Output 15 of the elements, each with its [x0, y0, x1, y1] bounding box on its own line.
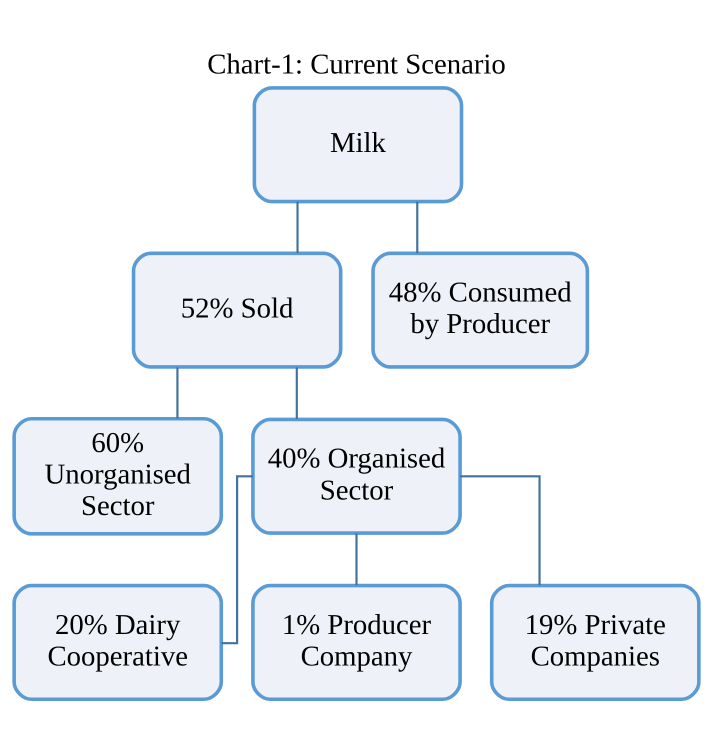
connector: [296, 367, 298, 419]
node-box: 1% Producer Company: [251, 584, 462, 702]
connector: [460, 475, 541, 586]
connector: [176, 367, 178, 418]
connector: [416, 202, 418, 254]
node-box: 52% Sold: [132, 252, 342, 369]
node-box: 20% Dairy Cooperative: [12, 584, 224, 702]
diagram-title: Chart-1: Current Scenario: [207, 48, 506, 81]
connector: [296, 202, 299, 254]
connector: [355, 533, 358, 586]
node-box: 19% Private Companies: [490, 584, 701, 702]
node-box: Milk: [252, 86, 464, 204]
node-box: 40% Organised Sector: [251, 418, 462, 535]
node-box: 60% Unorganised Sector: [12, 416, 224, 536]
node-box: 48% Consumed by Producer: [371, 252, 590, 369]
